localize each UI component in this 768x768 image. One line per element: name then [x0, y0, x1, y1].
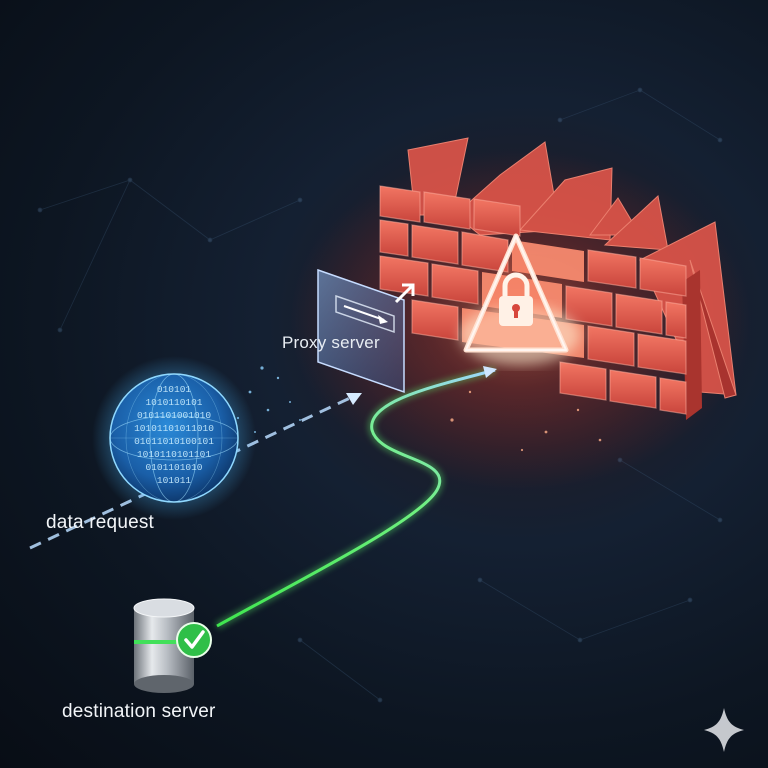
green-connection-path: [215, 366, 497, 630]
ember-particles: [450, 390, 602, 452]
firewall-icon: [379, 137, 737, 420]
firewall-bricks: [379, 185, 687, 415]
globe-binary-row: 0101101001010: [137, 410, 211, 421]
firewall-side: [682, 270, 702, 420]
sparkle-icon: [704, 708, 744, 752]
globe-binary-row: 1010110101: [145, 397, 202, 408]
globe-binary-row: 10101101011010: [134, 423, 214, 434]
globe-binary-row: 1010110101101: [137, 449, 211, 460]
data-request-label: data request: [46, 512, 155, 533]
lock-warning-icon: [463, 233, 569, 353]
globe-binary-text: 0101011010110101010110100101010101101011…: [134, 384, 214, 486]
proxy-panel-icon: [317, 268, 415, 394]
globe-icon: 0101011010110101010110100101010101101011…: [92, 356, 256, 520]
destination-server-label: destination server: [62, 701, 216, 722]
network-background: [37, 87, 723, 703]
globe-binary-row: 101011: [157, 475, 192, 486]
request-dashed-line: [29, 393, 362, 550]
proxy-server-label: Proxy server: [282, 333, 380, 352]
checkmark-icon: [176, 622, 212, 658]
globe-binary-row: 0101101010: [145, 462, 202, 473]
globe-binary-row: 01011010100101: [134, 436, 214, 447]
globe-binary-row: 010101: [157, 384, 192, 395]
